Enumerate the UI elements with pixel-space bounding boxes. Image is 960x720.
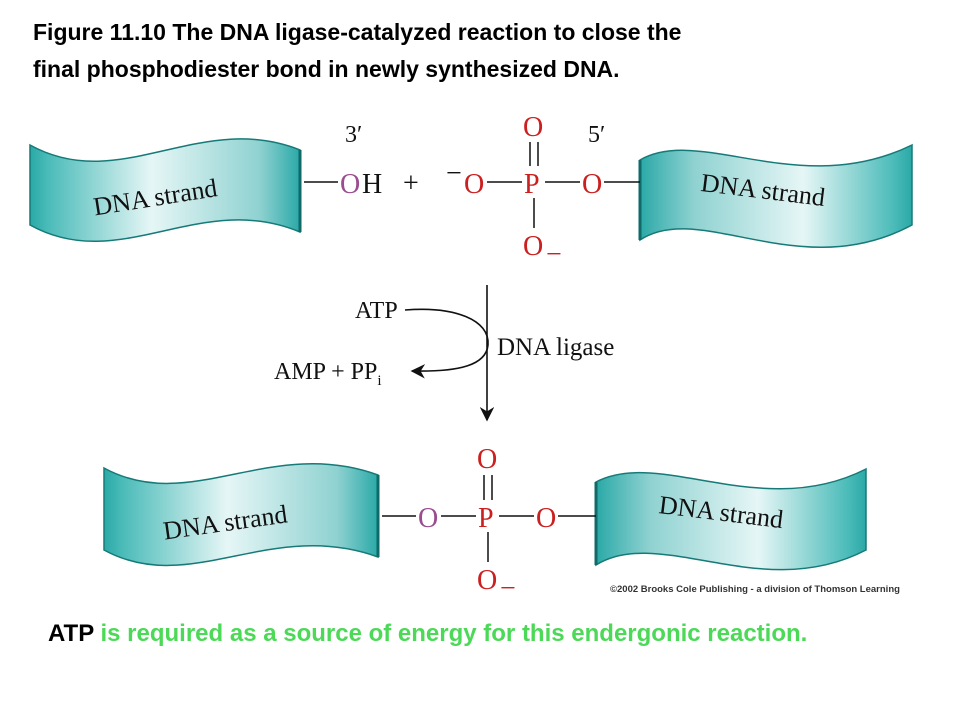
top-double-bond-oxygen: O xyxy=(523,112,543,143)
top-right-oxygen: O xyxy=(582,169,602,200)
top-phosphorus: P xyxy=(524,169,540,200)
amp-ppi-text: AMP + PP xyxy=(274,359,377,385)
hydroxyl-oxygen: O xyxy=(340,169,360,200)
top-left-dna-strand: DNA strand xyxy=(29,138,302,242)
bottom-chemistry: O P O O O − xyxy=(382,444,596,604)
five-prime-label: 5′ xyxy=(588,122,605,148)
ppi-subscript: i xyxy=(377,373,381,389)
top-right-dna-strand: DNA strand xyxy=(638,143,913,248)
bottom-right-dna-strand: DNA strand xyxy=(594,467,867,571)
top-bottom-oxygen: O xyxy=(523,231,543,262)
bottom-left-dna-strand: DNA strand xyxy=(103,463,380,567)
caption: ATP is required as a source of energy fo… xyxy=(48,614,928,654)
copyright-notice: ©2002 Brooks Cole Publishing - a divisio… xyxy=(610,584,900,595)
bottom-phosphorus: P xyxy=(478,503,494,534)
hydroxyl-hydrogen: H xyxy=(362,169,382,200)
plus-sign: + xyxy=(403,168,419,199)
bottom-lower-oxygen: O xyxy=(477,565,497,596)
top-chemistry: 3′ 5′ O H + − O P O O O − xyxy=(304,112,640,270)
amp-ppi-label: AMP + PPi xyxy=(274,359,382,389)
three-prime-label: 3′ xyxy=(345,122,362,148)
bottom-double-bond-oxygen: O xyxy=(477,444,497,475)
figure-title-line-2: final phosphodiester bond in newly synth… xyxy=(33,56,620,82)
top-bottom-oxygen-charge: − xyxy=(546,239,562,270)
bottom-right-oxygen: O xyxy=(536,503,556,534)
figure-title-line-1: Figure 11.10 The DNA ligase-catalyzed re… xyxy=(33,19,682,45)
atp-label: ATP xyxy=(355,298,398,324)
reaction-arrows: ATP DNA ligase AMP + PPi xyxy=(274,285,614,422)
top-phosphate-negative-sign: − xyxy=(446,158,462,189)
bottom-lower-oxygen-charge: − xyxy=(500,573,516,604)
bottom-bridging-oxygen: O xyxy=(418,503,438,534)
caption-rest: is required as a source of energy for th… xyxy=(93,620,808,647)
caption-atp: ATP xyxy=(48,620,94,647)
figure-title: Figure 11.10 The DNA ligase-catalyzed re… xyxy=(33,14,943,88)
top-left-oxygen: O xyxy=(464,169,484,200)
dna-ligase-label: DNA ligase xyxy=(497,334,614,361)
